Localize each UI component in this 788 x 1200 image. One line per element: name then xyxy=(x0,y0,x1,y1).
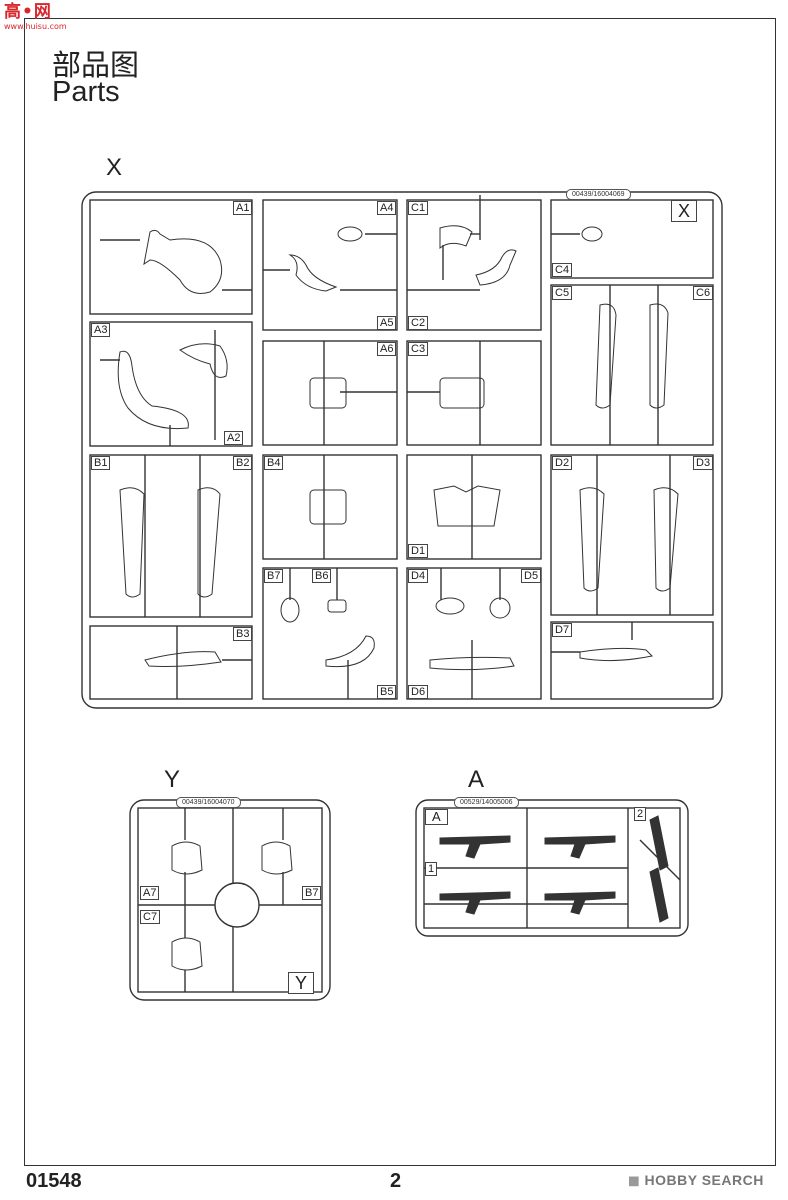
title-chinese: 部品图 xyxy=(52,48,140,82)
part-label: B4 xyxy=(264,456,284,470)
sprue-y-heading: Y xyxy=(164,766,181,793)
part-label: B2 xyxy=(233,456,253,470)
part-label: B3 xyxy=(233,627,253,641)
sprue-a-corner-letter: A xyxy=(425,809,448,825)
part-label: A7 xyxy=(140,886,160,900)
sprue-x-heading: X xyxy=(106,154,123,181)
part-label: B7 xyxy=(264,569,284,583)
sprue-a-code: 00529/14005006 xyxy=(454,797,519,808)
part-label: D4 xyxy=(408,569,429,583)
sprue-a-frame xyxy=(415,799,689,937)
part-label: 2 xyxy=(634,807,647,821)
part-label: A1 xyxy=(233,201,253,215)
part-label: C3 xyxy=(408,342,429,356)
part-label: D7 xyxy=(552,623,573,637)
page-number: 2 xyxy=(390,1170,402,1192)
part-label: D6 xyxy=(408,685,429,699)
part-label: A2 xyxy=(224,431,244,445)
part-label: C6 xyxy=(693,286,714,300)
part-label: B6 xyxy=(312,569,332,583)
watermark-footer: ◼ HOBBY SEARCH xyxy=(628,1172,764,1189)
part-label: D1 xyxy=(408,544,429,558)
sprue-a-heading: A xyxy=(468,766,485,793)
sprue-y-frame xyxy=(129,799,331,1001)
sprue-x-corner-letter: X xyxy=(671,200,698,222)
part-label: C1 xyxy=(408,201,429,215)
part-label: C4 xyxy=(552,263,573,277)
part-label: A5 xyxy=(377,316,397,330)
part-label: C7 xyxy=(140,910,161,924)
part-label: A4 xyxy=(377,201,397,215)
part-label: C2 xyxy=(408,316,429,330)
part-label: A3 xyxy=(91,323,111,337)
watermark-logo: 高•网 www.huisu.com xyxy=(4,2,67,32)
part-label: D3 xyxy=(693,456,714,470)
sprue-y-code: 00439/16004070 xyxy=(176,797,241,808)
part-label: B7 xyxy=(302,886,322,900)
part-label: D5 xyxy=(521,569,542,583)
part-label: D2 xyxy=(552,456,573,470)
page-border xyxy=(24,18,776,1166)
sprue-x-frame xyxy=(81,191,723,709)
part-label: A6 xyxy=(377,342,397,356)
watermark-url: www.huisu.com xyxy=(4,22,67,31)
camera-icon: ◼ xyxy=(628,1172,645,1188)
part-label: 1 xyxy=(425,862,438,876)
watermark-logo-text: 高•网 xyxy=(4,2,52,22)
product-code: 01548 xyxy=(26,1170,82,1192)
part-label: C5 xyxy=(552,286,573,300)
part-label: B5 xyxy=(377,685,397,699)
sprue-x-code: 00439/16004069 xyxy=(566,189,631,200)
title-english: Parts xyxy=(52,76,120,108)
part-label: B1 xyxy=(91,456,111,470)
watermark-footer-text: HOBBY SEARCH xyxy=(644,1172,764,1188)
sprue-y-corner-letter: Y xyxy=(288,972,315,994)
